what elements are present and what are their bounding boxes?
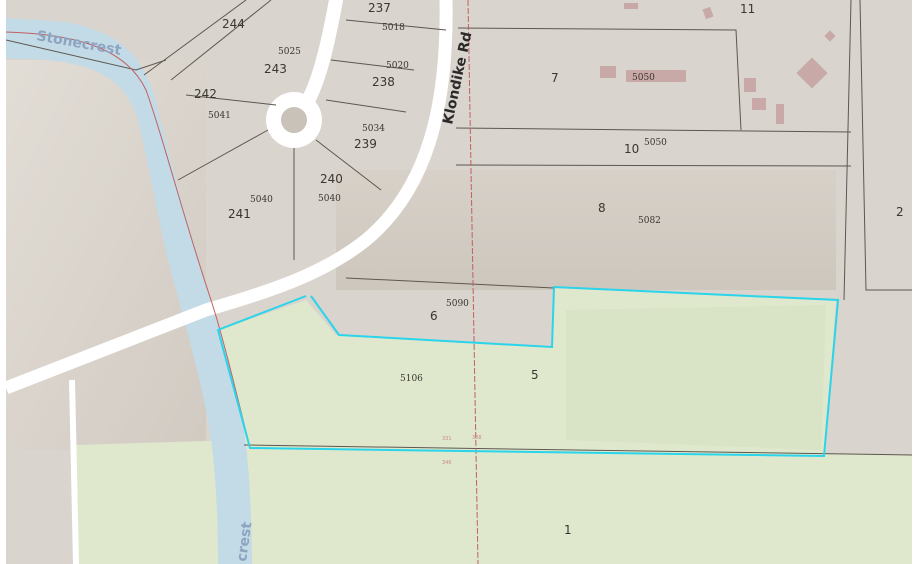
address-label-5041: 5041 xyxy=(208,111,231,121)
parcel-label-5: 5 xyxy=(531,368,539,382)
parcel-label-242: 242 xyxy=(194,87,217,101)
address-label-5082: 5082 xyxy=(638,216,661,226)
meadow-shade xyxy=(566,305,826,450)
parcel-label-239: 239 xyxy=(354,137,377,151)
survey-line xyxy=(467,0,479,564)
survey-tag-3: 346 xyxy=(442,460,452,466)
map-canvas[interactable]: Klondike Rd Stonecrest crest 244 243 242… xyxy=(6,0,912,564)
address-label-5040-b: 5040 xyxy=(318,194,341,204)
address-label-5050-a: 5050 xyxy=(632,73,655,83)
address-label-5050-b: 5050 xyxy=(644,138,667,148)
meadow-south xyxy=(246,448,912,564)
parcel-label-1: 1 xyxy=(564,523,572,537)
parcel-label-241: 241 xyxy=(228,207,251,221)
road-klondike[interactable] xyxy=(6,0,453,395)
parcel-label-243: 243 xyxy=(264,62,287,76)
address-label-5025: 5025 xyxy=(278,47,301,57)
parcel-label-237: 237 xyxy=(368,1,391,15)
parcel-label-240: 240 xyxy=(320,172,343,186)
parcel-label-7: 7 xyxy=(551,71,559,85)
river xyxy=(6,18,252,564)
parcel-lines xyxy=(6,0,912,456)
parcel-label-10: 10 xyxy=(624,142,639,156)
parcel-6-outline[interactable] xyxy=(216,285,840,458)
survey-tag-1: 331 xyxy=(442,436,452,442)
survey-tag-2: 338 xyxy=(472,435,482,441)
address-label-5040-a: 5040 xyxy=(250,195,273,205)
parcel-label-8: 8 xyxy=(598,201,606,215)
parcel-label-6: 6 xyxy=(430,309,438,323)
address-label-5020: 5020 xyxy=(386,61,409,71)
address-label-5034: 5034 xyxy=(362,124,385,134)
cul-de-sac-center xyxy=(279,105,309,135)
parcel-numbers: 244 243 242 241 240 239 238 237 7 10 8 6… xyxy=(194,1,904,537)
address-label-5018: 5018 xyxy=(382,23,405,33)
address-label-5106: 5106 xyxy=(400,374,423,384)
parcel-label-11: 11 xyxy=(740,2,755,16)
meadow-southwest xyxy=(76,440,238,564)
parcel-label-2: 2 xyxy=(896,205,904,219)
parcel-label-238: 238 xyxy=(372,75,395,89)
road-label-stonecrest-bottom: crest xyxy=(234,521,255,563)
parcel-label-244: 244 xyxy=(222,17,245,31)
terrain-shade-parcel8 xyxy=(336,170,836,290)
survey-line-river xyxy=(6,31,251,449)
address-labels: 5025 5041 5020 5018 5034 5040 5040 5050 … xyxy=(208,23,667,384)
road-spur xyxy=(69,379,79,564)
address-label-5090: 5090 xyxy=(446,299,469,309)
